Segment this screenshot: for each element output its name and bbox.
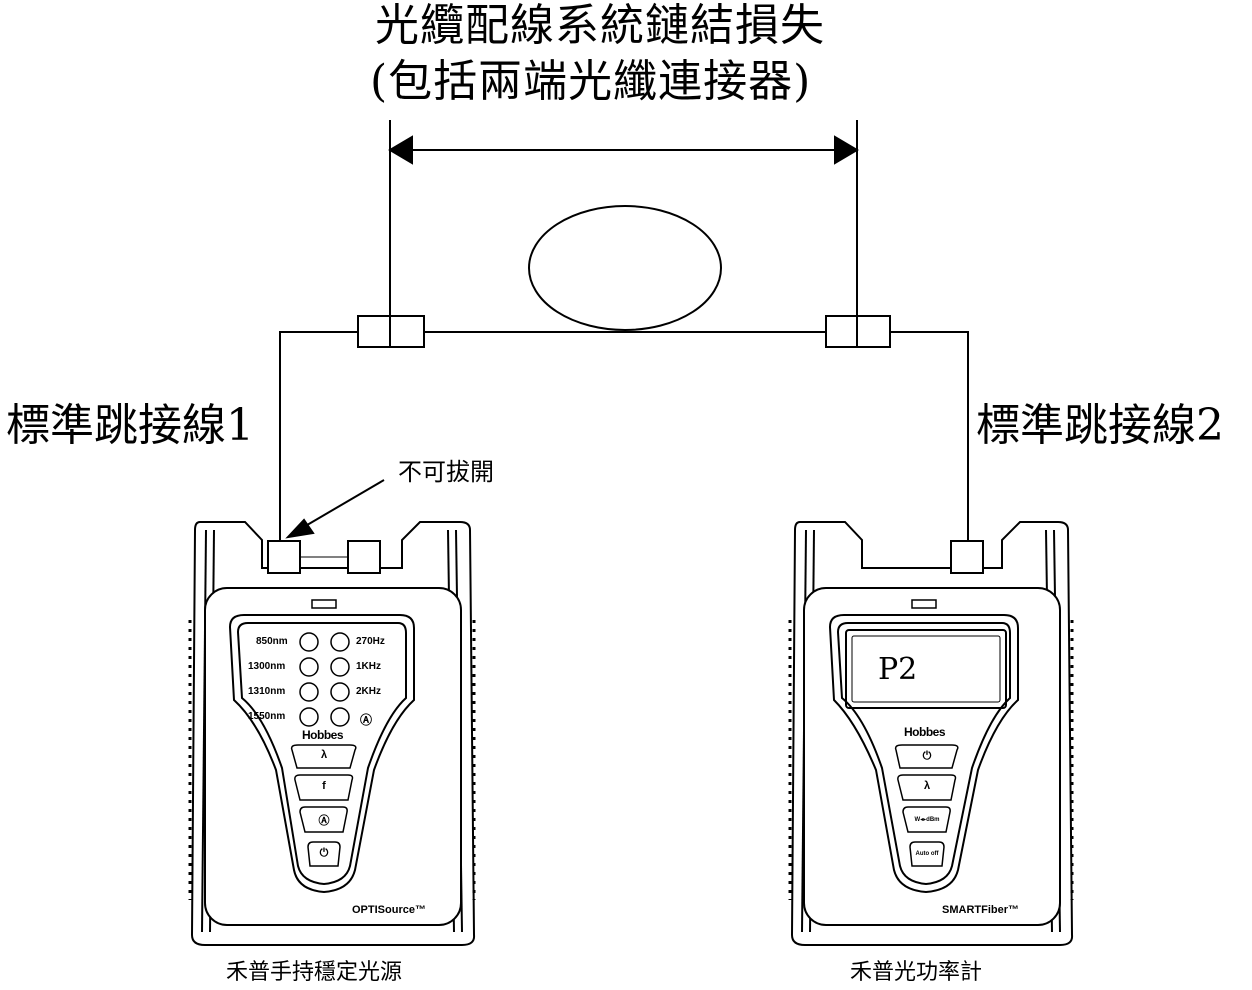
meter-lcd bbox=[845, 629, 1007, 709]
source-led-grid bbox=[299, 632, 350, 727]
unit-toggle-key[interactable]: W◂▸dBm bbox=[914, 817, 940, 823]
wavelength-key[interactable]: λ bbox=[320, 749, 328, 761]
source-device bbox=[188, 521, 476, 946]
wavelength-label-1310: 1310nm bbox=[248, 686, 286, 697]
meter-wavelength-key[interactable]: λ bbox=[923, 780, 931, 792]
meter-device bbox=[788, 521, 1074, 946]
wavelength-label-850: 850nm bbox=[256, 636, 288, 647]
modulation-label-270hz: 270Hz bbox=[356, 636, 385, 647]
measurement-span bbox=[388, 120, 859, 345]
fiber-cable bbox=[279, 331, 969, 545]
connector-right bbox=[825, 315, 891, 348]
left-cable-label: 標準跳接線1 bbox=[6, 400, 254, 451]
meter-device-caption: 禾普光功率計 bbox=[850, 960, 983, 985]
modulation-label-2khz: 2KHz bbox=[356, 686, 382, 697]
source-power-key[interactable]: ⏻ bbox=[319, 847, 329, 859]
auto-mode-icon: Ⓐ bbox=[360, 713, 373, 727]
source-device-caption: 禾普手持穩定光源 bbox=[226, 960, 403, 985]
source-model-name: OPTISource™ bbox=[352, 904, 426, 916]
diagram-title-line2: (包括兩端光纖連接器) bbox=[370, 56, 812, 107]
frequency-key[interactable]: f bbox=[322, 780, 326, 792]
modulation-label-1khz: 1KHz bbox=[356, 661, 382, 672]
auto-off-key[interactable]: Auto off bbox=[915, 851, 939, 857]
pointer-arrow bbox=[285, 479, 385, 539]
fiber-coil bbox=[528, 205, 722, 331]
meter-power-key[interactable]: ⏻ bbox=[922, 750, 932, 762]
connector-left bbox=[357, 315, 425, 348]
wavelength-label-1300: 1300nm bbox=[248, 661, 286, 672]
source-brand-logo: Hobbes bbox=[302, 728, 344, 742]
diagram-title-line1: 光纜配線系統鏈結損失 bbox=[375, 0, 825, 51]
right-cable-label: 標準跳接線2 bbox=[976, 400, 1224, 451]
auto-key[interactable]: Ⓐ bbox=[318, 815, 330, 827]
meter-display-value: P2 bbox=[878, 652, 918, 687]
do-not-unplug-note: 不可拔開 bbox=[398, 458, 494, 486]
wavelength-label-1550: 1550nm bbox=[248, 711, 286, 722]
meter-brand-logo: Hobbes bbox=[904, 725, 946, 739]
meter-model-name: SMARTFiber™ bbox=[942, 904, 1019, 916]
